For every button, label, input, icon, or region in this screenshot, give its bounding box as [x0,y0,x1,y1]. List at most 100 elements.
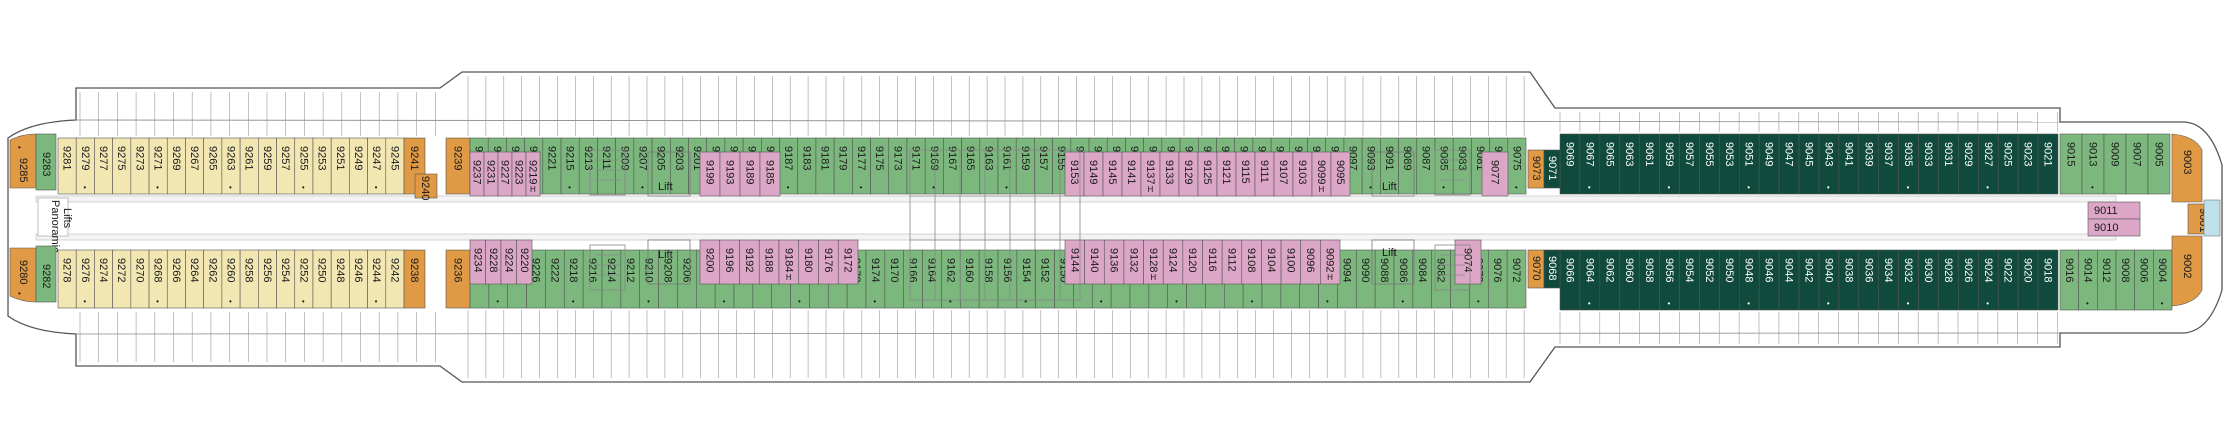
cabin-amenity-symbol: • [1827,299,1830,308]
panoramic-lifts-area: Panoramic Lifts [37,197,73,253]
suite-cabin[interactable] [2171,235,2203,307]
yacht-club-cabin[interactable] [1543,249,1561,289]
cabin-number: 9104 [1265,248,1277,272]
balcony-cabin[interactable] [2147,133,2171,195]
cabin-number: 9044 [1783,258,1795,282]
cabin-number: 9050 [1723,258,1735,282]
cabin-number: 9158 [982,258,994,282]
cabin-number: 9276 [79,258,91,282]
cabin-number: 9033 [1922,142,1934,166]
cabin-number: 9047 [1783,142,1795,166]
center-suite: 9240 [414,173,438,200]
yacht-club-entry-suites: 9073 9071 9070 9068 [1527,149,1561,289]
cabin-number: 9211 [600,146,612,170]
suite-cabin[interactable] [414,173,438,199]
cabin-number: 9169 [928,146,940,170]
cabin-number: 9039 [1862,142,1874,166]
cabin-amenity-symbol: • [229,297,232,306]
cabin-number: 9049 [1763,142,1775,166]
cabin-amenity-symbol: • [2161,299,2164,308]
cabin-number: 9219 [527,160,539,184]
cabin-number: 9253 [316,146,328,170]
cabin-number: 9058 [1643,258,1655,282]
cabin-amenity-symbol: • [1369,183,1372,192]
lift-label: Lift [658,181,673,193]
inside-cabin[interactable] [1320,239,1341,285]
suite-cabin[interactable] [403,249,426,309]
cabin-amenity-symbol: • [1024,297,1027,306]
yacht-club-cabin[interactable] [2037,133,2059,195]
cabin-number: 9022 [2002,258,2014,282]
cabin-number: 9269 [170,146,182,170]
inside-cabin[interactable] [1454,239,1482,285]
suite-cabin[interactable] [2171,133,2203,203]
cabin-amenity-symbol: • [1986,299,1989,308]
cabin-number: 9075 [1510,146,1522,170]
cabin-number: 9086 [1397,258,1409,282]
cabin-number: 9259 [261,146,273,170]
cabin-number: 9152 [1039,258,1051,282]
cabin-number: 9163 [982,146,994,170]
cabin-amenity-symbol: • [1175,297,1178,306]
cabin-number: 9144 [1068,248,1080,272]
cabin-number: 9166 [907,258,919,282]
cabin-amenity-symbol: • [572,297,575,306]
balcony-cabin[interactable] [1506,249,1527,309]
cabin-amenity-symbol: • [156,297,159,306]
inside-cabin[interactable] [837,239,859,285]
lift-bank-aft [647,151,691,285]
yacht-club-cabin[interactable] [1543,149,1561,189]
cabin-number: 9245 [388,146,400,170]
cabin-number: 9265 [206,146,218,170]
cabin-number: 9174 [869,258,881,282]
cabin-number: 9090 [1359,258,1371,282]
cabin-number: 9100 [1284,248,1296,272]
inside-cabin[interactable] [1481,151,1509,197]
cabin-number: 9132 [1127,248,1139,272]
cabin-number: 9089 [1401,146,1413,170]
cabin-number: 9121 [1220,160,1232,184]
cabin-amenity-symbol: • [859,183,862,192]
cabin-number: 9155 [1055,146,1067,170]
inside-cabin[interactable] [1330,151,1351,197]
cabin-number: 9038 [1842,258,1854,282]
cabin-number: 9088 [1378,258,1390,282]
cabin-number: 9246 [352,258,364,282]
cabin-number: 9009 [2109,142,2121,166]
suite-cabin[interactable] [445,137,471,195]
yacht-club-cabin[interactable] [2037,249,2059,311]
cabin-number: 9207 [636,146,648,170]
cabin-number: 9208 [662,258,674,282]
cabin-amenity-symbol: • [496,297,499,306]
balcony-cabin[interactable] [35,133,57,191]
stairwell-aft [589,149,626,291]
cabin-number: 9024 [1982,258,1994,282]
cabin-number: 9129 [1182,160,1194,184]
cabin-amenity-symbol: • [1588,183,1591,192]
cabin-number: 9026 [1962,258,1974,282]
balcony-cabin[interactable] [35,245,57,303]
cabin-number: 9133 [1163,160,1175,184]
inside-cabin[interactable] [525,151,541,197]
cabin-number: 9214 [605,258,617,282]
cabin-number: 9221 [545,146,557,170]
cabin-number: 9059 [1663,142,1675,166]
cabin-number: 9034 [1882,258,1894,282]
cabin-number: 9205 [655,146,667,170]
cabin-number: 9069 [1563,142,1575,166]
cabin-number: 9256 [261,258,273,282]
cabin-number: 9116 [1206,248,1218,272]
cabin-number: 9053 [1723,142,1735,166]
cabin-number: 9068 [1546,256,1558,280]
cabin-number: 9241 [408,146,420,170]
cabin-number: 9226 [530,258,542,282]
cabin-number: 9263 [225,146,237,170]
inside-cabin[interactable] [759,151,781,197]
center-forward-inside-cabins: 9011 9010 [2087,201,2141,237]
cabin-number: 9212 [624,258,636,282]
inside-cabin[interactable] [516,239,533,285]
cabin-amenity-symbol: H [1150,273,1156,282]
cabin-number: 9220 [518,248,530,272]
inside-cabin[interactable] [2087,218,2141,237]
